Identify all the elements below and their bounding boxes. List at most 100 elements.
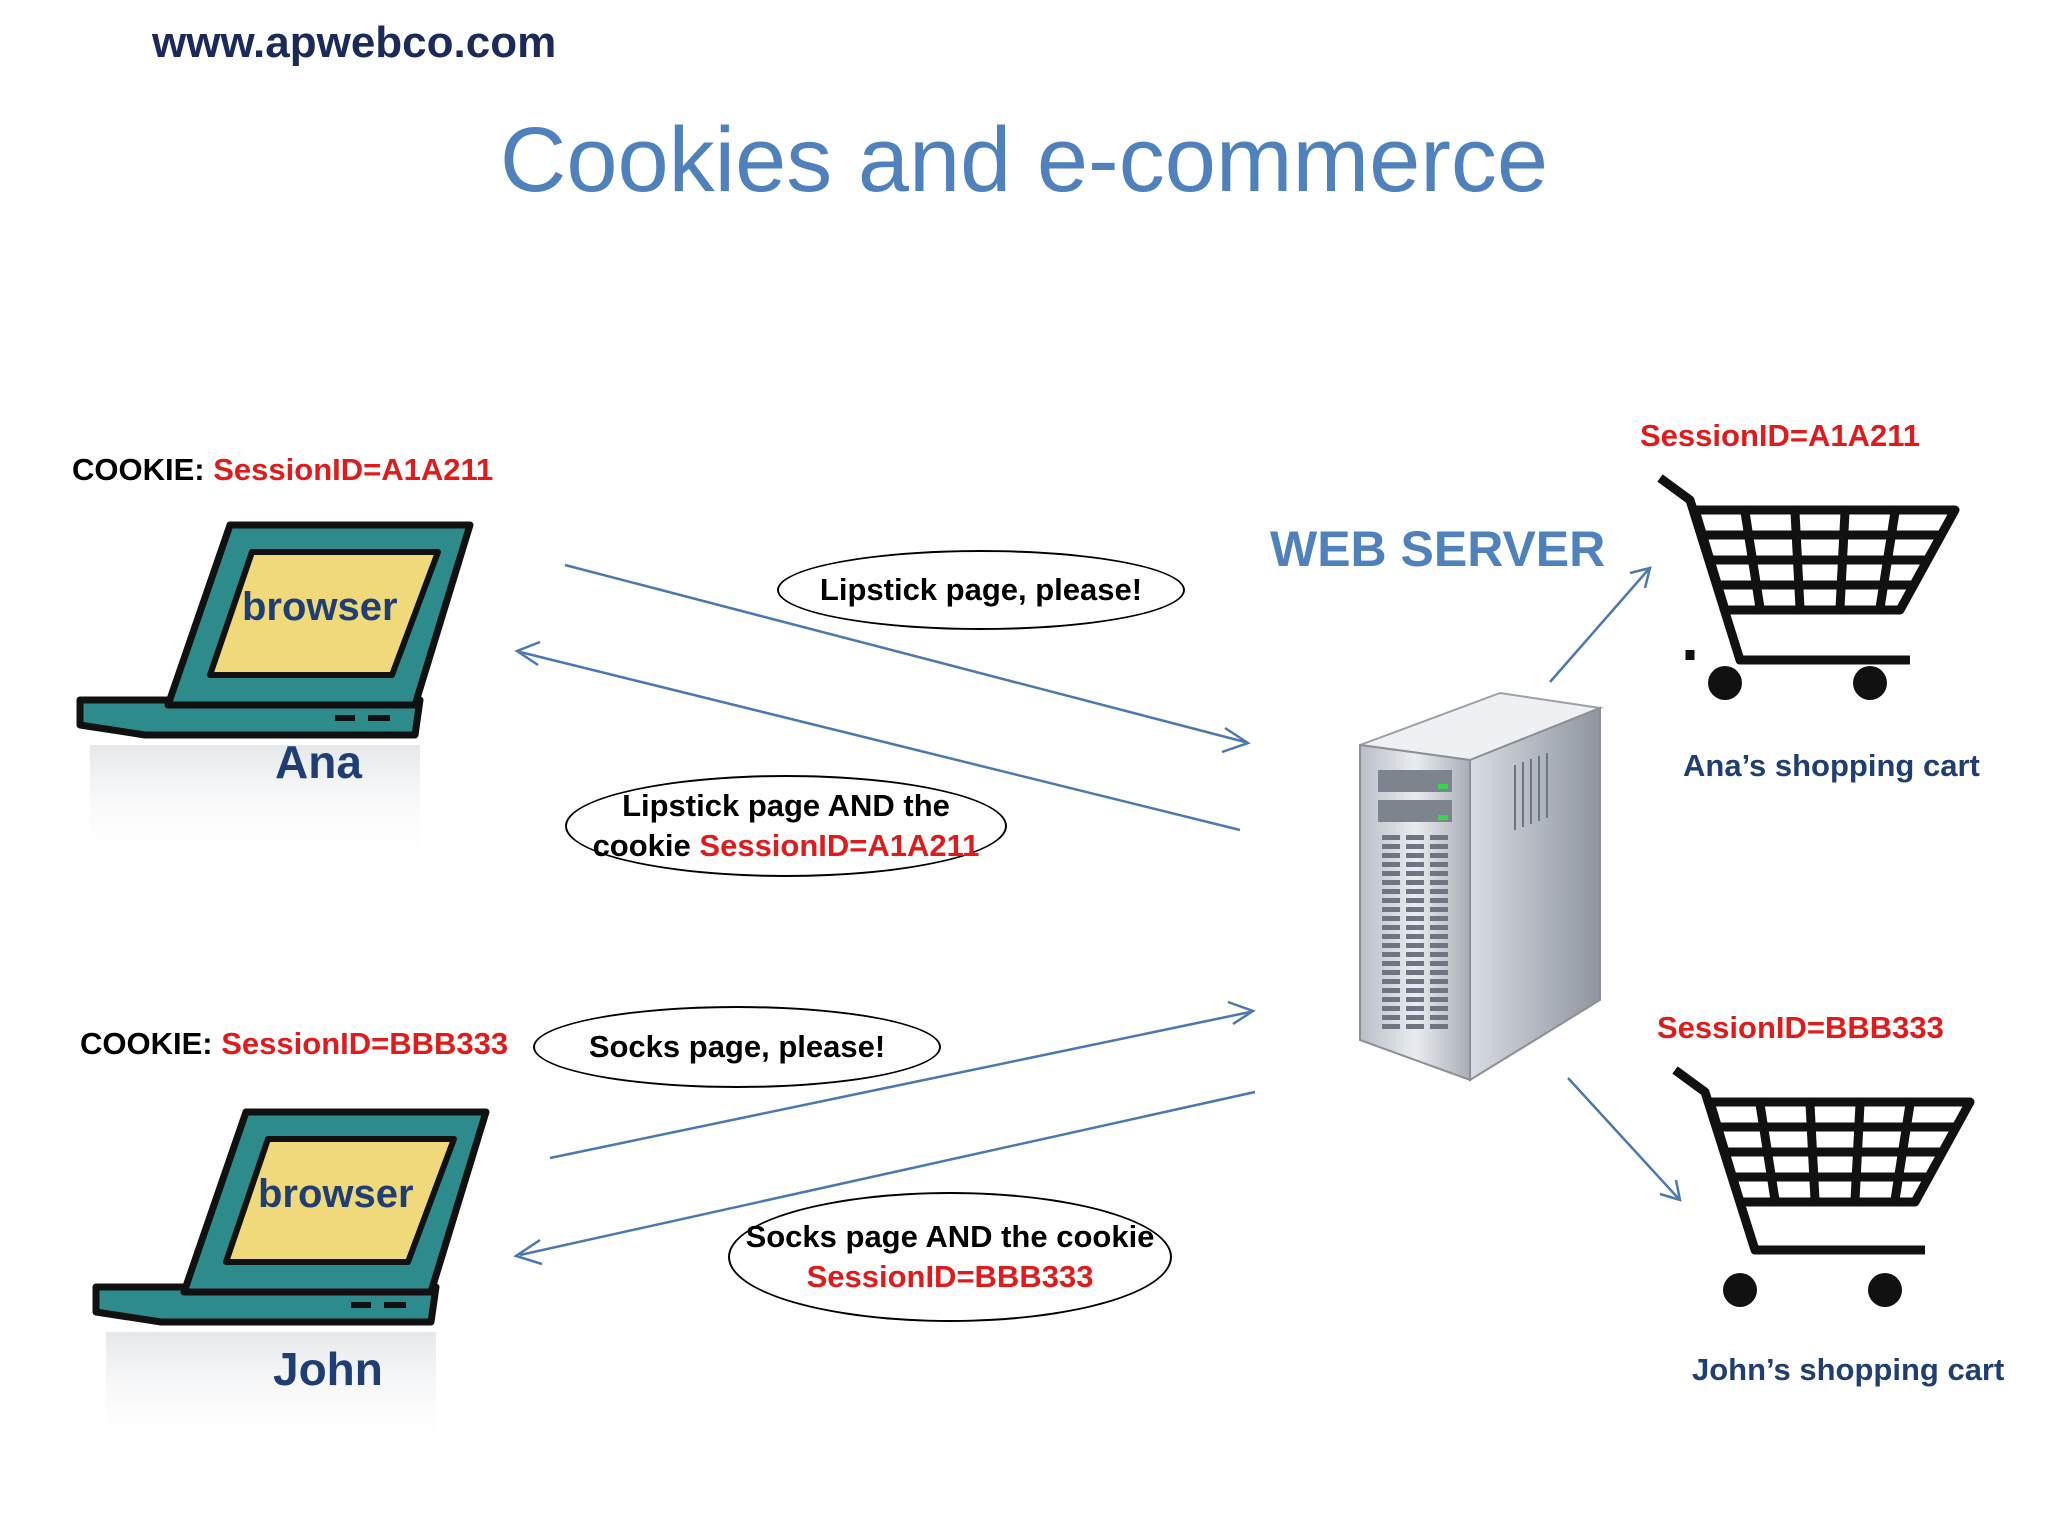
server-drive-slot (1382, 898, 1400, 903)
server-drive-slot (1382, 862, 1400, 867)
server-drive-slot (1382, 997, 1400, 1002)
server-drive-slot (1382, 916, 1400, 921)
server-drive-slot (1406, 898, 1424, 903)
shopping-cart-icon-john (1672, 1066, 1975, 1307)
bubble-ana-response: Lipstick page AND the cookie SessionID=A… (565, 775, 1007, 877)
server-drive-slot (1382, 1006, 1400, 1011)
website-url: www.apwebco.com (152, 18, 557, 67)
server-drive-slot (1430, 979, 1448, 984)
bubble-john-request: Socks page, please! (533, 1006, 941, 1088)
bubble-ana-request: Lipstick page, please! (777, 550, 1185, 630)
server-drive-slot (1430, 925, 1448, 930)
message-text: Lipstick page AND the (622, 787, 950, 823)
server-drive-slot (1430, 988, 1448, 993)
server-drive-slot (1430, 889, 1448, 894)
server-drive-slot (1406, 925, 1424, 930)
server-icon (1359, 691, 1604, 1082)
server-drive-slot (1430, 1006, 1448, 1011)
server-drive-slot (1382, 1015, 1400, 1020)
cookie-prefix: COOKIE: (72, 452, 205, 487)
server-drive-slot (1406, 1024, 1424, 1029)
client-name-john: John (273, 1343, 383, 1395)
message-prefix: cookie (592, 828, 691, 863)
browser-label-ana: browser (242, 585, 398, 629)
server-drive-slot (1382, 970, 1400, 975)
server-drive-slot (1406, 862, 1424, 867)
server-drive-slot (1406, 943, 1424, 948)
server-drive-slot (1406, 934, 1424, 939)
server-drive-slot (1406, 844, 1424, 849)
server-drive-slot (1382, 934, 1400, 939)
laptop-icon-ana (76, 521, 474, 865)
server-drive-slot (1382, 979, 1400, 984)
server-drive-slot (1430, 916, 1448, 921)
session-value: SessionID=BBB333 (806, 1259, 1094, 1294)
server-drive-slot (1430, 907, 1448, 912)
message-text: cookie SessionID=A1A211 (593, 826, 980, 866)
server-drive-slot (1382, 835, 1400, 840)
laptop-icon-john (92, 1108, 490, 1452)
message-text: Socks page AND the cookie (745, 1218, 1155, 1254)
server-drive-slot (1382, 925, 1400, 930)
shopping-cart-icon-ana (1657, 474, 1960, 700)
server-drive-slot (1406, 961, 1424, 966)
page-title: Cookies and e-commerce (499, 109, 1549, 211)
server-drive-slot (1406, 916, 1424, 921)
server-drive-slot (1406, 889, 1424, 894)
server-drive-slot (1406, 952, 1424, 957)
server-drive-slot (1430, 997, 1448, 1002)
cookie-label-john: COOKIE: SessionID=BBB333 (80, 1026, 508, 1062)
server-drive-slot (1406, 907, 1424, 912)
server-drive-slot (1382, 988, 1400, 993)
server-drive-slot (1430, 1015, 1448, 1020)
server-label: WEB SERVER (1270, 521, 1606, 577)
server-drive-slot (1406, 871, 1424, 876)
server-drive-slot (1406, 988, 1424, 993)
server-drive-slot (1430, 1024, 1448, 1029)
cart-session-john: SessionID=BBB333 (1657, 1010, 1944, 1045)
message-text: Socks page, please! (588, 1028, 886, 1064)
server-drive-slot (1406, 1006, 1424, 1011)
client-name-ana: Ana (275, 736, 362, 788)
server-drive-slot (1406, 835, 1424, 840)
server-drive-slot (1406, 997, 1424, 1002)
server-drive-slot (1430, 835, 1448, 840)
session-value: SessionID=A1A211 (699, 828, 980, 863)
server-drive-slot (1382, 853, 1400, 858)
cookie-label-ana: COOKIE: SessionID=A1A211 (72, 452, 493, 488)
server-drive-slot (1382, 880, 1400, 885)
server-drive-slot (1406, 880, 1424, 885)
server-drive-slot (1430, 943, 1448, 948)
cart-label-john: John’s shopping cart (1692, 1352, 2005, 1387)
cart-label-ana: Ana’s shopping cart (1683, 748, 1980, 783)
server-drive-slot (1430, 934, 1448, 939)
server-drive-slot (1430, 952, 1448, 957)
server-drive-slot (1430, 871, 1448, 876)
server-drive-slot (1382, 952, 1400, 957)
server-drive-slot (1382, 1024, 1400, 1029)
cart-session-ana: SessionID=A1A211 (1640, 418, 1921, 453)
server-drive-slot (1430, 961, 1448, 966)
server-drive-slot (1430, 853, 1448, 858)
cookie-prefix: COOKIE: (80, 1026, 213, 1061)
server-drive-slot (1406, 1015, 1424, 1020)
server-drive-slot (1430, 844, 1448, 849)
server-drive-slot (1430, 880, 1448, 885)
server-drive-slot (1382, 871, 1400, 876)
server-drive-slot (1382, 961, 1400, 966)
cookie-session-value: SessionID=A1A211 (213, 452, 494, 487)
server-drive-slot (1430, 898, 1448, 903)
server-drive-slot (1406, 853, 1424, 858)
server-drive-slot (1382, 889, 1400, 894)
browser-label-john: browser (258, 1172, 414, 1216)
bubble-john-response: Socks page AND the cookie SessionID=BBB3… (728, 1192, 1172, 1322)
arrows (513, 563, 1682, 1266)
server-drive-slot (1406, 979, 1424, 984)
server-drive-slot (1430, 970, 1448, 975)
server-drive-slot (1382, 943, 1400, 948)
server-drive-slot (1382, 844, 1400, 849)
message-text: Lipstick page, please! (819, 571, 1143, 607)
server-drive-slot (1430, 862, 1448, 867)
server-drive-slot (1382, 907, 1400, 912)
